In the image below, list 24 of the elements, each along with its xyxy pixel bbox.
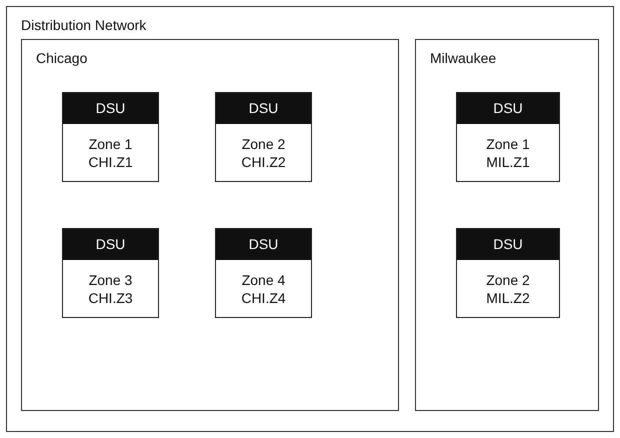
unit-box [456, 228, 560, 318]
unit-box [215, 228, 312, 318]
unit-header: DSU [457, 93, 559, 124]
unit-box [456, 92, 560, 182]
group-box [21, 39, 399, 411]
group-title: Distribution Network [21, 16, 146, 35]
unit-label: Zone 2 MIL.Z2 [485, 270, 531, 308]
unit-header: DSU [216, 93, 311, 124]
unit-label: Zone 3 CHI.Z3 [87, 270, 134, 308]
group-box [415, 39, 599, 411]
unit-header: DSU [63, 229, 158, 260]
unit-header: DSU [216, 229, 311, 260]
unit-box [62, 92, 159, 182]
unit-box [62, 228, 159, 318]
unit-label: Zone 4 CHI.Z4 [240, 270, 287, 308]
unit-label: Zone 1 CHI.Z1 [87, 134, 134, 172]
unit-header: DSU [457, 229, 559, 260]
unit-box [215, 92, 312, 182]
group-title: Milwaukee [430, 49, 496, 68]
group-title: Chicago [36, 49, 88, 68]
group-box [6, 6, 614, 432]
unit-header: DSU [63, 93, 158, 124]
unit-label: Zone 1 MIL.Z1 [485, 134, 531, 172]
unit-label: Zone 2 CHI.Z2 [240, 134, 287, 172]
